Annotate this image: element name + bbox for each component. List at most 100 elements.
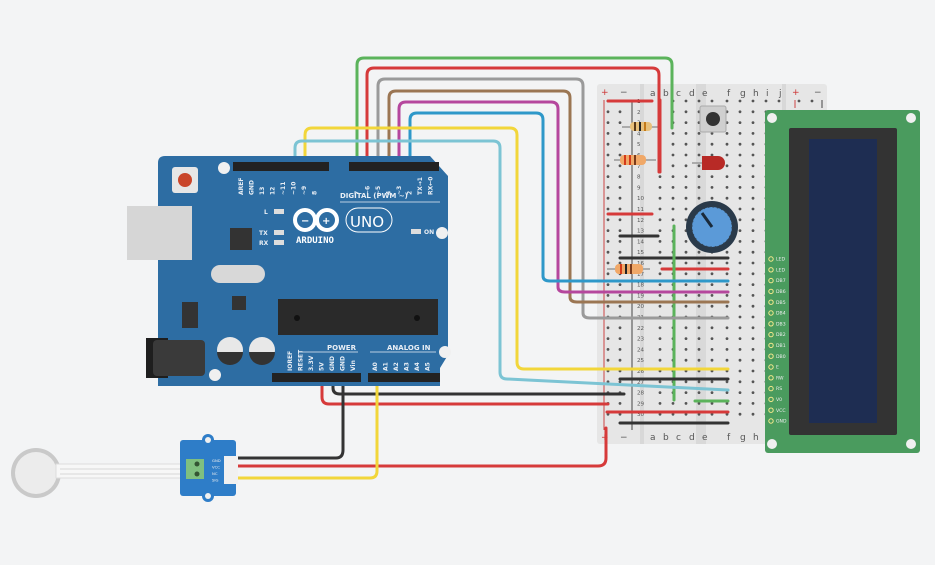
led-on bbox=[411, 229, 421, 234]
hole bbox=[618, 294, 622, 297]
lcd-pin[interactable] bbox=[768, 310, 774, 316]
row-number: 14 bbox=[637, 239, 644, 245]
reset-button-cap[interactable] bbox=[178, 173, 192, 187]
wire-red-d6[interactable] bbox=[365, 66, 661, 174]
resistor-3[interactable] bbox=[607, 264, 650, 274]
model-label: UNO bbox=[350, 213, 384, 231]
column-label: b bbox=[663, 433, 669, 443]
row-number: 12 bbox=[637, 218, 644, 224]
row-number: 20 bbox=[637, 304, 644, 310]
lcd-pin-label: DB4 bbox=[776, 311, 786, 317]
wire-brown-d4[interactable] bbox=[387, 89, 730, 304]
red-led[interactable] bbox=[692, 156, 725, 170]
lcd-pin[interactable] bbox=[768, 331, 774, 338]
hole bbox=[618, 207, 622, 211]
pin-label: TX→1 bbox=[417, 177, 424, 195]
center-channel bbox=[696, 84, 706, 444]
lcd-pin[interactable] bbox=[768, 299, 774, 305]
row-number: 23 bbox=[637, 337, 644, 343]
hole bbox=[738, 250, 742, 254]
hole bbox=[751, 348, 755, 351]
resistor-2[interactable] bbox=[614, 155, 656, 165]
push-button[interactable] bbox=[699, 105, 727, 133]
column-label: h bbox=[753, 433, 759, 443]
hole bbox=[671, 132, 675, 135]
lcd-pin[interactable] bbox=[768, 407, 774, 413]
lcd-pin[interactable] bbox=[768, 277, 774, 284]
lcd-pin[interactable] bbox=[768, 342, 774, 349]
lcd-pin[interactable] bbox=[768, 418, 774, 424]
hole bbox=[671, 196, 675, 200]
lcd-mount-hole bbox=[906, 113, 916, 123]
hole bbox=[606, 196, 610, 200]
pin-label: IOREF bbox=[287, 351, 294, 371]
screw-terminal bbox=[186, 459, 204, 479]
hole bbox=[751, 315, 755, 319]
potentiometer[interactable] bbox=[686, 201, 738, 253]
hole bbox=[751, 110, 755, 114]
lcd-pin[interactable] bbox=[768, 385, 774, 392]
hole bbox=[751, 250, 755, 254]
wire-green-d7[interactable] bbox=[355, 56, 674, 167]
wire-yellow-d11[interactable] bbox=[303, 126, 730, 371]
hole bbox=[658, 358, 662, 362]
hole bbox=[710, 348, 714, 351]
lcd-pin[interactable] bbox=[768, 353, 774, 359]
hole bbox=[697, 272, 701, 276]
wire-cyan-d12[interactable] bbox=[293, 139, 730, 392]
force-sensor[interactable] bbox=[11, 448, 187, 498]
wire-yellow-a0-signal[interactable] bbox=[235, 378, 379, 480]
hole bbox=[606, 272, 610, 276]
lcd-16x2[interactable]: LEDLEDDB7DB6DB5DB4DB3DB2DB1DB0ERWRSV0VCC… bbox=[765, 110, 920, 453]
lcd-pin[interactable] bbox=[768, 375, 774, 381]
hole bbox=[725, 153, 729, 157]
pin-label: ~6 bbox=[365, 186, 372, 195]
lcd-pin[interactable] bbox=[768, 364, 774, 370]
hole bbox=[684, 240, 688, 243]
lcd-pin[interactable] bbox=[768, 267, 774, 273]
hole bbox=[697, 304, 701, 308]
wire-red-5v-rail[interactable] bbox=[320, 378, 610, 406]
hole bbox=[606, 164, 610, 168]
lcd-pin[interactable] bbox=[768, 396, 774, 403]
wire-gray-d5[interactable] bbox=[376, 77, 730, 320]
row-number: 5 bbox=[637, 142, 641, 148]
hole bbox=[697, 337, 701, 340]
wire-red-vcc-sensor[interactable] bbox=[235, 426, 608, 468]
hole bbox=[697, 153, 701, 157]
pin-label: 5V bbox=[319, 362, 326, 371]
hole bbox=[658, 391, 662, 394]
digital-header-1[interactable] bbox=[233, 162, 329, 171]
lcd-mount-hole bbox=[767, 113, 777, 123]
hole bbox=[684, 218, 688, 222]
column-label: c bbox=[676, 89, 681, 99]
column-label: f bbox=[727, 89, 731, 99]
wire-black-gnd-sensor[interactable] bbox=[235, 378, 345, 460]
hole bbox=[671, 175, 675, 179]
lcd-pin[interactable] bbox=[768, 256, 774, 262]
hole bbox=[671, 402, 675, 405]
digital-header-2[interactable] bbox=[349, 162, 439, 171]
lcd-pin[interactable] bbox=[768, 321, 774, 327]
hole bbox=[751, 326, 755, 330]
wire-blue-d2[interactable] bbox=[408, 111, 730, 283]
lcd-pin-label: LED bbox=[776, 267, 785, 273]
row-number: 17 bbox=[637, 272, 644, 278]
hole bbox=[751, 229, 755, 233]
wire-black-gnd-rail[interactable] bbox=[331, 378, 626, 396]
row-number: 19 bbox=[637, 293, 644, 299]
wire-magenta-d3[interactable] bbox=[397, 100, 730, 294]
lcd-pin[interactable] bbox=[768, 288, 774, 295]
resistor-1[interactable] bbox=[622, 122, 660, 131]
hole bbox=[618, 132, 622, 135]
hole bbox=[764, 99, 768, 103]
pin-label: A1 bbox=[383, 362, 390, 371]
power-header[interactable] bbox=[272, 373, 361, 382]
analog-header[interactable] bbox=[368, 373, 440, 382]
pin-label: A5 bbox=[425, 362, 432, 371]
hole bbox=[684, 153, 688, 157]
